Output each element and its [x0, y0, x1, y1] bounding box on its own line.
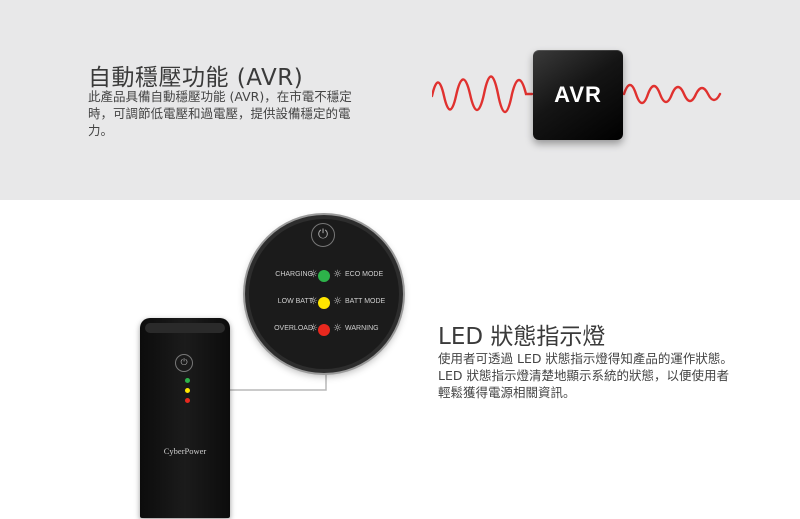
ups-power-icon: ⏻	[175, 354, 193, 372]
indicator-label-right: ECO MODE	[345, 271, 384, 278]
sun-icon: ☼	[333, 296, 342, 307]
sun-icon: ☼	[309, 296, 318, 307]
sun-icon: ☼	[309, 323, 318, 334]
led-green-icon	[318, 270, 330, 282]
avr-description: 此產品具備自動穩壓功能 (AVR)，在市電不穩定時，可調節低電壓和過電壓，提供設…	[88, 89, 352, 138]
indicator-label-left: CHARGING	[275, 271, 313, 278]
ups-indicator-row	[154, 378, 220, 384]
indicator-label-left: LOW BATT	[277, 298, 313, 305]
led-description: 使用者可透過 LED 狀態指示燈得知產品的運作狀態。LED 狀態指示燈清楚地顯示…	[438, 351, 733, 400]
avr-title: 自動穩壓功能 (AVR)	[88, 65, 304, 91]
ups-indicator-row	[154, 388, 220, 394]
ups-led-yellow	[185, 388, 190, 393]
sun-icon: ☼	[309, 269, 318, 280]
led-yellow-icon	[318, 297, 330, 309]
avr-badge: AVR	[533, 50, 623, 140]
indicator-row-overload: OVERLOAD ☼ ☼ WARNING	[249, 323, 399, 337]
ups-brand-logo: CyberPower	[163, 446, 207, 456]
led-red-icon	[318, 324, 330, 336]
ups-device-image: ⏻ CyberPower	[140, 318, 230, 518]
indicator-row-charging: CHARGING ☼ ☼ ECO MODE	[249, 269, 399, 283]
avr-badge-label: AVR	[554, 82, 602, 107]
sun-icon: ☼	[333, 323, 342, 334]
sun-icon: ☼	[333, 269, 342, 280]
led-panel-zoom: ⏻ CHARGING ☼ ☼ ECO MODE LOW BATT ☼ ☼ BAT…	[245, 215, 403, 373]
indicator-label-right: WARNING	[345, 325, 379, 332]
led-title: LED 狀態指示燈	[438, 324, 606, 350]
ups-led-green	[185, 378, 190, 383]
indicator-label-left: OVERLOAD	[274, 325, 313, 332]
ups-led-red	[185, 398, 190, 403]
voltage-wave-icon	[432, 75, 722, 114]
power-button-icon: ⏻	[311, 223, 335, 247]
avr-section	[0, 0, 800, 200]
ups-top	[145, 323, 225, 333]
ups-indicator-row	[154, 398, 220, 404]
indicator-row-low-batt: LOW BATT ☼ ☼ BATT MODE	[249, 296, 399, 310]
indicator-label-right: BATT MODE	[345, 298, 386, 305]
